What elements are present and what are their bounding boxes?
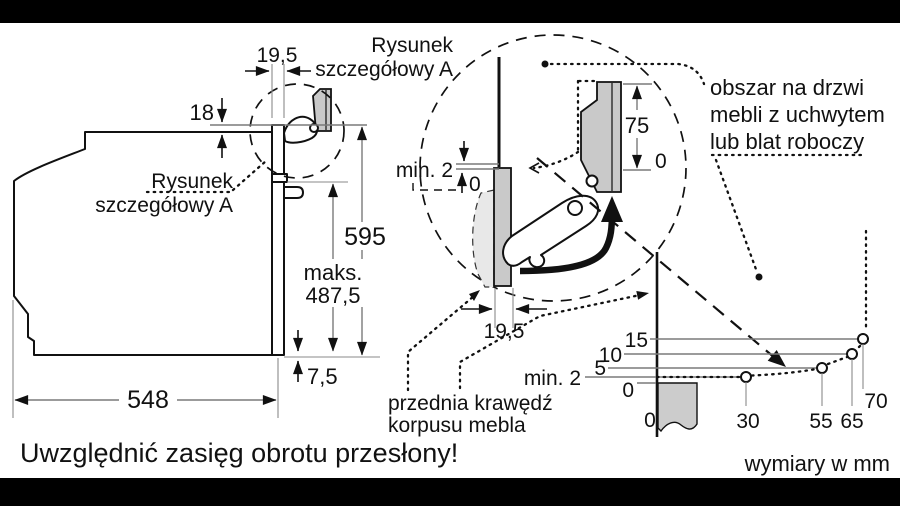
xtick-65: 65 xyxy=(840,410,863,433)
dim75-label-bg xyxy=(623,110,651,138)
dotted-corner-arrow xyxy=(528,162,540,174)
hinge-arm-detail xyxy=(502,194,600,269)
oven-front-frame xyxy=(271,124,285,356)
door-area-note-line2: mebli z uchwytem xyxy=(710,102,885,127)
dim-zero-door-label: 0 xyxy=(655,150,667,173)
dim-195-detail-label: 19,5 xyxy=(484,320,525,343)
furniture-door-panel xyxy=(580,81,622,193)
oven-front-frame-detail xyxy=(493,167,512,287)
front-edge-label-line2: korpusu mebla xyxy=(388,414,526,437)
dim-zero-gap-label: 0 xyxy=(469,173,481,196)
xtick-70: 70 xyxy=(864,390,887,413)
rotation-arrow-shaft xyxy=(519,211,616,275)
furniture-panel-block xyxy=(657,382,698,433)
detail-title-line2: szczegółowy A xyxy=(315,58,453,81)
front-edge-leader-a xyxy=(406,294,476,392)
dim-595-label: 595 xyxy=(344,223,386,251)
dim-548-label: 548 xyxy=(127,386,169,414)
oven-body-outline xyxy=(13,131,274,356)
clearance-curve-dotted xyxy=(655,342,864,379)
dim4875-label-bg xyxy=(301,259,365,307)
dim595-label-bg xyxy=(339,222,391,250)
oven-front-ledge xyxy=(271,173,288,183)
caption: Uwzględnić zasięg obrotu przesłony! xyxy=(20,438,458,468)
detail-title-line1: Rysunek xyxy=(371,34,453,57)
detail-ref-line1: Rysunek xyxy=(151,170,233,193)
door-pivot-detail xyxy=(585,174,599,188)
oven-side-view: 18 19,5 595 maks. 487,5 7,5 548 Rysunek … xyxy=(12,44,391,418)
units-label: wymiary w mm xyxy=(744,451,890,476)
front-edge-leader-a-arrow xyxy=(469,290,480,301)
hinge-pivot xyxy=(309,123,319,133)
detail-to-chart-arrow-head xyxy=(767,350,786,367)
door-area-leader-dotted xyxy=(714,158,759,274)
oven-handle-bar xyxy=(283,186,304,199)
handle-zone-leader-dotted xyxy=(549,62,706,86)
detail-view-a: Rysunek szczegółowy A min. 2 0 xyxy=(315,34,885,437)
letterbox-top xyxy=(0,0,900,23)
dim-4875-label: 487,5 xyxy=(305,283,360,308)
detail-ref-line2: szczegółowy A xyxy=(95,194,233,217)
ytick-5: 5 xyxy=(594,357,606,380)
handle-zone-dot xyxy=(541,60,549,68)
rotation-arrow-head xyxy=(601,196,623,222)
letterbox-bottom xyxy=(0,478,900,506)
front-edge-leader-b xyxy=(458,293,642,390)
xtick-30: 30 xyxy=(736,410,759,433)
hinge-pivot-detail xyxy=(567,200,583,216)
dim-75-label: 75 xyxy=(625,113,649,138)
clearance-chart: 15 10 5 min. 2 0 0 30 55 65 70 xyxy=(524,252,888,437)
point-65-10 xyxy=(846,348,858,360)
xtick-0: 0 xyxy=(644,409,656,432)
door-area-note-line1: obszar na drzwi xyxy=(710,75,864,100)
door-area-leader-dot xyxy=(755,273,763,281)
front-edge-label-line1: przednia krawędź xyxy=(388,392,553,415)
dim-195-label: 19,5 xyxy=(257,44,298,67)
detail-ref-leader xyxy=(231,159,268,192)
point-30-2 xyxy=(740,371,752,383)
dim-75-bottom-label: 7,5 xyxy=(307,364,338,389)
door-area-note-line3: lub blat roboczy xyxy=(710,129,864,154)
zero-ref-dashed xyxy=(412,183,459,191)
front-edge-leader-b-arrow xyxy=(636,291,649,300)
detail-to-chart-dashed-arrow xyxy=(536,157,776,359)
dim-maks-label: maks. xyxy=(304,260,363,285)
xtick-55: 55 xyxy=(809,410,832,433)
dim-18-label: 18 xyxy=(190,100,214,125)
dim548-label-bg xyxy=(119,385,177,413)
detail-a-circle-big xyxy=(419,34,687,302)
ytick-10: 10 xyxy=(599,344,622,367)
point-70-15 xyxy=(857,333,869,345)
point-55-5 xyxy=(816,362,828,374)
ytick-15: 15 xyxy=(625,329,648,352)
dim-min2-label: min. 2 xyxy=(396,159,453,182)
ytick-0: 0 xyxy=(622,379,634,402)
detail-a-circle-small xyxy=(249,83,345,179)
flap-swept-area xyxy=(472,189,495,288)
ytick-min2: min. 2 xyxy=(524,367,581,390)
